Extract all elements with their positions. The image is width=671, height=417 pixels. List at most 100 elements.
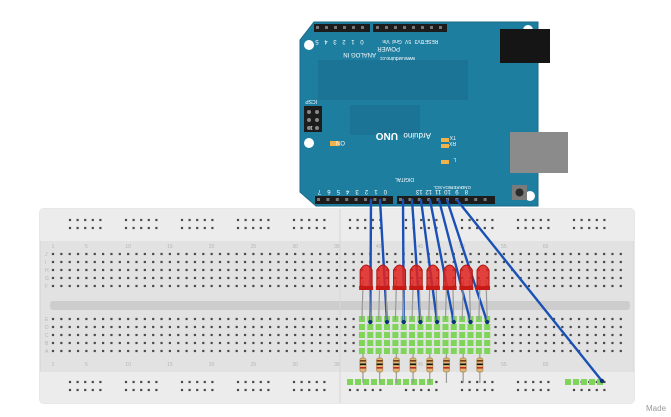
rail-hole	[364, 218, 367, 222]
connected-hole	[409, 340, 416, 346]
breadboard-hole	[168, 284, 171, 288]
breadboard-hole	[285, 252, 288, 256]
breadboard-hole	[260, 333, 263, 337]
rail-hole	[427, 388, 430, 392]
rail-hole	[244, 226, 247, 230]
breadboard-hole	[202, 252, 205, 256]
column-number: 25	[251, 362, 257, 368]
connected-rail-hole	[411, 379, 417, 385]
rail-hole	[356, 388, 359, 392]
breadboard-hole	[285, 260, 288, 264]
column-number: 55	[501, 362, 507, 368]
power-label: POWER	[377, 45, 400, 51]
rail-hole	[532, 226, 535, 230]
breadboard-hole	[243, 349, 247, 353]
connected-hole	[425, 340, 432, 346]
breadboard-hole	[160, 325, 163, 329]
breadboard-hole	[527, 317, 531, 321]
breadboard-hole	[302, 325, 305, 329]
column-number: 55	[501, 244, 507, 250]
resistor-band	[476, 363, 483, 366]
breadboard-hole	[277, 349, 280, 353]
breadboard-hole	[410, 260, 414, 264]
rail-hole	[252, 380, 255, 384]
connected-hole	[367, 340, 374, 346]
breadboard-hole	[536, 252, 539, 256]
rail-hole	[404, 388, 408, 392]
breadboard-hole	[227, 260, 230, 264]
breadboard-hole	[277, 268, 280, 272]
breadboard-hole	[118, 349, 121, 353]
breadboard-hole	[110, 260, 113, 264]
breadboard-hole	[536, 284, 539, 288]
breadboard-hole	[327, 268, 330, 272]
breadboard-hole	[502, 252, 505, 256]
breadboard-hole	[294, 260, 297, 264]
breadboard-hole	[185, 252, 188, 256]
breadboard-hole	[444, 260, 447, 264]
breadboard-hole	[569, 284, 572, 288]
connected-hole	[467, 324, 474, 330]
rail-hole	[244, 388, 247, 392]
breadboard-hole	[51, 349, 55, 353]
breadboard-hole	[494, 325, 497, 329]
breadboard-hole	[319, 317, 322, 321]
connected-hole	[358, 324, 365, 330]
led-rim	[392, 286, 407, 290]
rail-hole	[323, 218, 326, 222]
rail-hole	[532, 388, 535, 392]
connected-hole	[434, 324, 441, 330]
breadboard-hole	[536, 333, 539, 337]
row-letter: D	[45, 325, 49, 331]
rail-hole	[196, 388, 199, 392]
breadboard-hole	[85, 333, 88, 337]
breadboard-hole	[177, 333, 180, 337]
rail-hole	[188, 380, 191, 384]
breadboard-hole	[285, 349, 288, 353]
breadboard-hole	[603, 276, 606, 280]
breadboard-hole	[586, 260, 589, 264]
breadboard-hole	[202, 349, 205, 353]
breadboard-hole	[544, 276, 547, 280]
breadboard-hole	[118, 341, 121, 345]
power-pin-label: Gnd	[392, 38, 402, 44]
header-pin	[352, 26, 355, 29]
rail-hole	[603, 388, 606, 392]
connected-hole	[425, 348, 432, 354]
rail-hole	[252, 226, 255, 230]
brand-label: Arduino	[403, 131, 431, 140]
breadboard-hole	[218, 260, 222, 264]
breadboard-hole	[461, 252, 464, 256]
breadboard-hole	[60, 317, 63, 321]
connected-hole	[392, 324, 399, 330]
breadboard-hole	[202, 341, 205, 345]
power-pin-label: Vin	[382, 38, 389, 44]
breadboard-hole	[152, 333, 155, 337]
breadboard-hole	[569, 252, 572, 256]
breadboard-hole	[168, 260, 171, 264]
breadboard-hole	[143, 276, 146, 280]
breadboard-hole	[536, 276, 539, 280]
breadboard-hole	[110, 276, 113, 280]
rail-hole	[99, 380, 102, 384]
breadboard-hole	[269, 317, 272, 321]
breadboard-hole	[127, 276, 130, 280]
breadboard-hole	[193, 325, 197, 329]
rail-hole	[420, 218, 423, 222]
breadboard-hole	[235, 284, 238, 288]
breadboard-hole	[561, 349, 564, 353]
rail-hole	[371, 218, 374, 222]
breadboard-hole	[193, 333, 197, 337]
breadboard-hole	[51, 341, 55, 345]
breadboard-hole	[51, 325, 55, 329]
resistor-band	[393, 367, 400, 369]
breadboard-hole	[218, 276, 222, 280]
rail-hole	[379, 226, 382, 230]
rail-hole	[292, 388, 296, 392]
column-number: 40	[376, 244, 382, 250]
breadboard-hole	[118, 260, 121, 264]
rail-hole	[476, 226, 479, 230]
top-header-pins	[316, 26, 442, 29]
breadboard-hole	[110, 325, 113, 329]
breadboard-hole	[277, 317, 280, 321]
